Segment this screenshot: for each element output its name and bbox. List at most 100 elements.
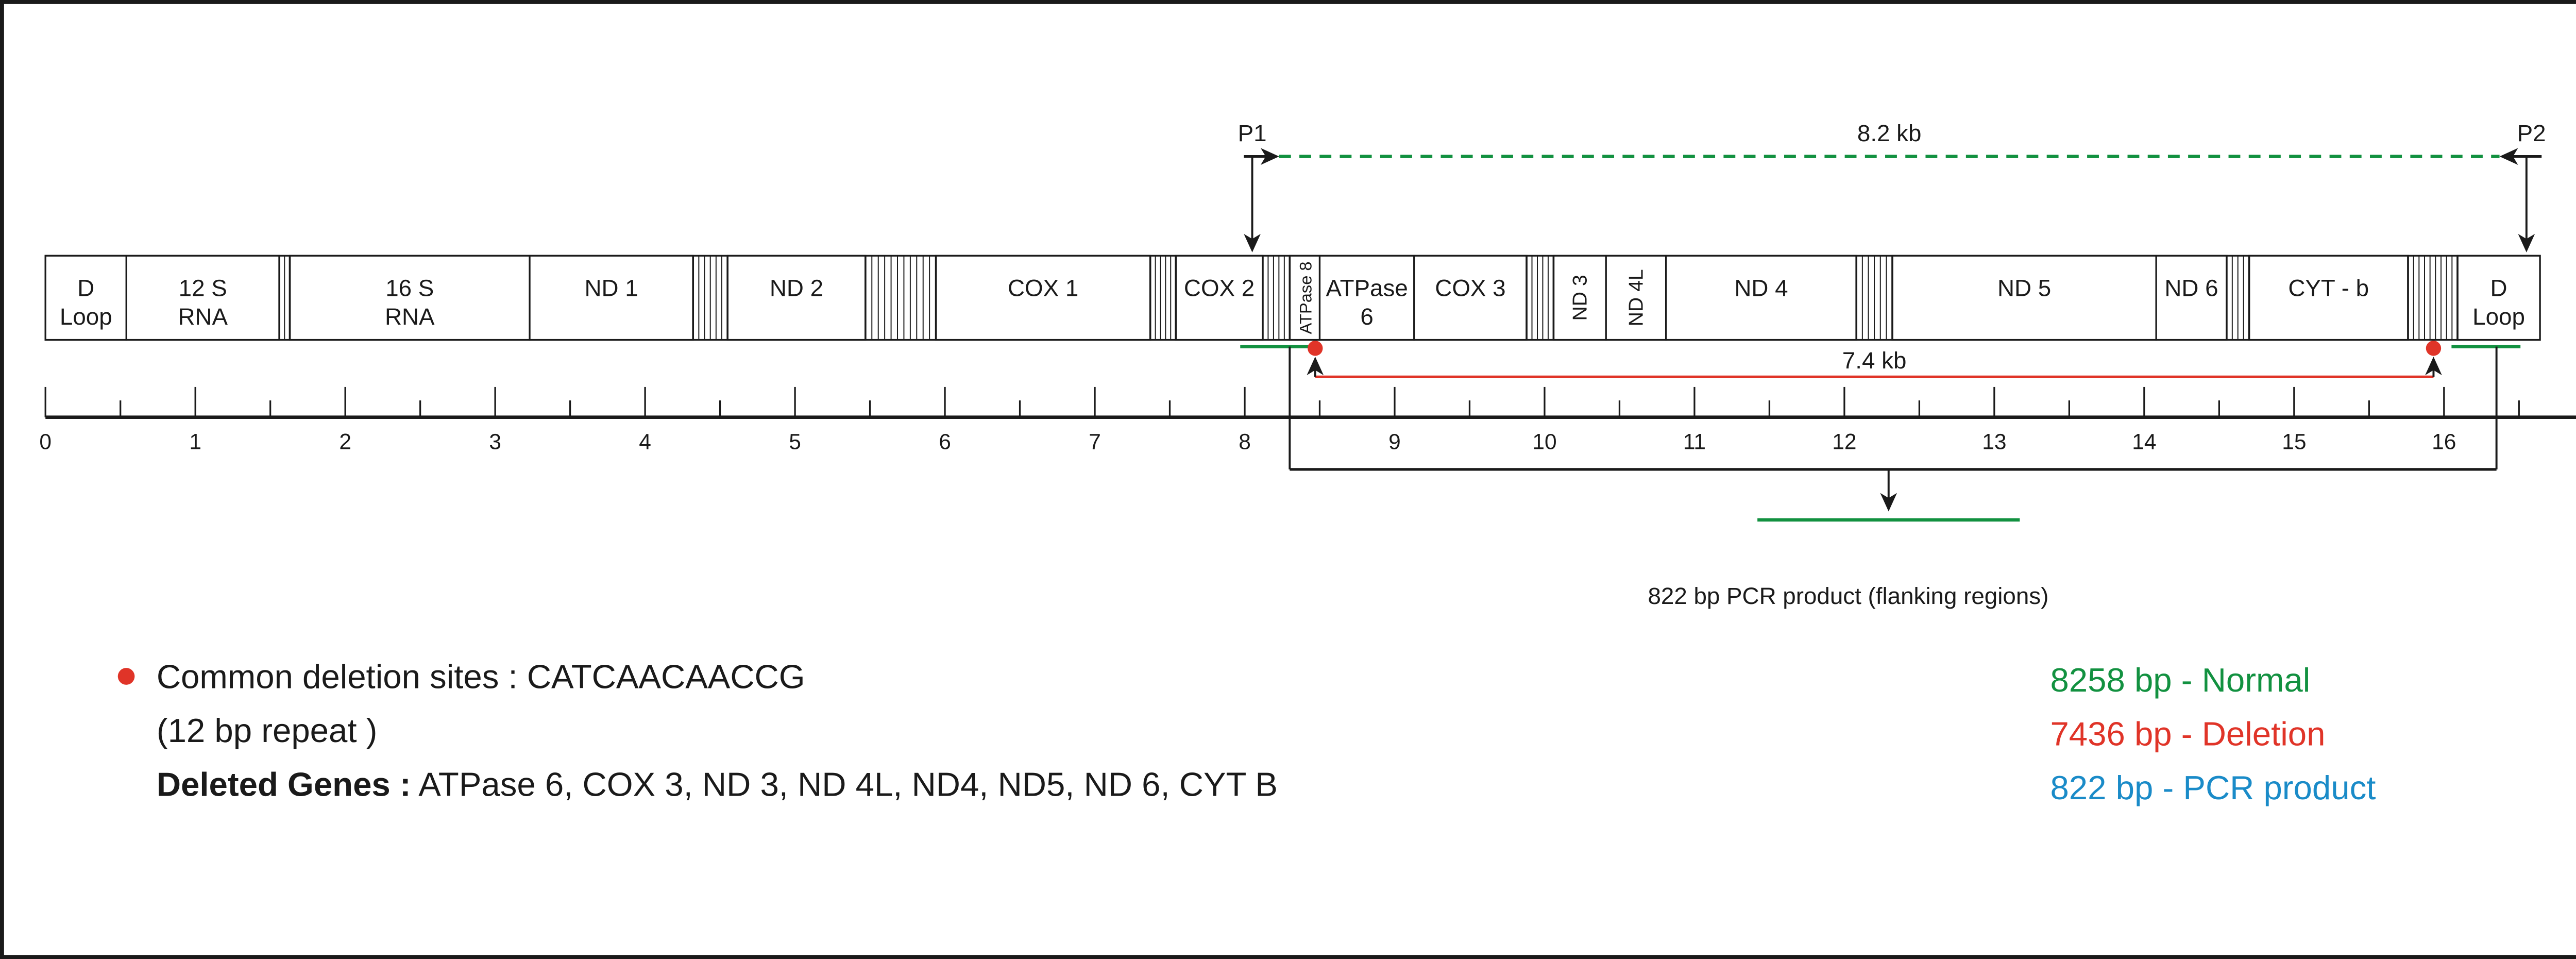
ruler-tick-label: 5 (789, 430, 801, 454)
gene-box (44, 255, 127, 341)
ruler-tick-label: 8 (1239, 430, 1251, 454)
gene-label: COX 1 (1008, 275, 1078, 301)
gene-label: ND 1 (585, 275, 638, 301)
pcr-product-layer: 822 bp PCR product (flanking regions) (1289, 346, 2498, 609)
ruler-tick-label: 12 (1832, 430, 1856, 454)
gene-segment-nd-1: ND 1 (529, 255, 694, 341)
gene-segment-cox-2: COX 2 (1175, 255, 1264, 341)
ruler-tick-label: 4 (639, 430, 651, 454)
gene-segment-nd-6: ND 6 (2155, 255, 2228, 341)
gene-segment-cyt-b: CYT - b (2248, 255, 2409, 341)
legend-repeat-length: (12 bp repeat ) (157, 712, 378, 749)
gene-segment-atpase-8: ATPase 8 (1289, 255, 1321, 341)
gene-segment-d-loop: D Loop (44, 255, 127, 341)
trna-cluster (2407, 256, 2459, 340)
trna-cluster (692, 256, 728, 340)
trna-cluster (2226, 256, 2250, 340)
ruler-tick-label: 13 (1982, 430, 2006, 454)
gene-box (1175, 255, 1264, 341)
pcr-down-arrow-icon (1880, 493, 1897, 512)
gene-box (125, 255, 280, 341)
ruler-tick-label: 6 (939, 430, 951, 454)
gene-segment-nd-5: ND 5 (1891, 255, 2157, 341)
deletion-layer: 7.4 kb (1240, 341, 2521, 378)
gene-label: ATPase (1326, 275, 1408, 301)
trna-cluster (865, 256, 937, 340)
trna-cluster (1149, 256, 1177, 340)
primer-p2-arrow-icon (2499, 148, 2518, 165)
trna-cluster (278, 256, 291, 340)
primer-layer: P1 P2 8.2 kb (1238, 120, 2546, 253)
legend-common-deletion-sites: Common deletion sites : CATCAACAACCG (157, 658, 805, 695)
gene-label: ND 6 (2164, 275, 2218, 301)
legend-deletion: 7436 bp - Deletion (2050, 715, 2325, 752)
ruler-tick-label: 3 (489, 430, 501, 454)
legend-deleted-genes-heading: Deleted Genes : (157, 765, 411, 803)
ruler-tick-label: 1 (189, 430, 201, 454)
gene-box (935, 255, 1151, 341)
gene-box (1891, 255, 2157, 341)
ruler-tick-label: 14 (2132, 430, 2156, 454)
primer-p2-down-arrow-icon (2518, 233, 2535, 253)
ruler-tick-label: 0 (39, 430, 52, 454)
legend-pcr-product: 822 bp - PCR product (2050, 769, 2376, 806)
gene-label: D (2490, 275, 2507, 301)
gene-label: ND 3 (1569, 275, 1591, 321)
gene-segment-nd-4: ND 4 (1665, 255, 1857, 341)
gene-segment-d-loop: D Loop (2456, 255, 2541, 341)
ruler-tick-label: 7 (1089, 430, 1101, 454)
gene-segment-16-s-rna: 16 S RNA (289, 255, 531, 341)
gene-label: COX 2 (1184, 275, 1255, 301)
legend-right: 8258 bp - Normal 7436 bp - Deletion 822 … (2050, 661, 2376, 806)
gene-box (2155, 255, 2228, 341)
gene-label: Loop (2472, 304, 2525, 330)
primer-p1-down-arrow-icon (1244, 233, 1261, 253)
gene-segment-nd-3: ND 3 (1552, 255, 1607, 341)
gene-label: D (77, 275, 94, 301)
primer-p1-arrow-icon (1260, 148, 1279, 165)
ruler-tick-label: 9 (1388, 430, 1401, 454)
gene-label: RNA (385, 304, 435, 330)
ruler-tick-label: 11 (1683, 430, 1706, 454)
legend-left: Common deletion sites : CATCAACAACCG (12… (117, 658, 1278, 803)
gene-label: COX 3 (1435, 275, 1505, 301)
gene-label: ND 4L (1625, 269, 1648, 326)
gene-label: 16 S (385, 275, 434, 301)
gene-label: 12 S (179, 275, 227, 301)
gene-box (2248, 255, 2409, 341)
gene-box (726, 255, 867, 341)
gene-label: ND 2 (770, 275, 823, 301)
legend-normal: 8258 bp - Normal (2050, 661, 2310, 699)
gene-label: RNA (178, 304, 228, 330)
legend-deleted-genes: Deleted Genes : ATPase 6, COX 3, ND 3, N… (157, 765, 1278, 803)
gene-label: ND 5 (1997, 275, 2051, 301)
gene-segment-nd-4l: ND 4L (1605, 255, 1667, 341)
gene-box (1605, 255, 1667, 341)
deletion-site-left-icon (1308, 341, 1323, 356)
gene-box (1413, 255, 1528, 341)
gene-segment-cox-3: COX 3 (1413, 255, 1528, 341)
ruler-tick-label: 2 (339, 430, 351, 454)
gene-label: 6 (1360, 304, 1373, 330)
gene-box (289, 255, 531, 341)
trna-cluster (1262, 256, 1291, 340)
gene-label: Loop (60, 304, 112, 330)
gene-box (2456, 255, 2541, 341)
gene-box (1665, 255, 1857, 341)
pcr-product-caption: 822 bp PCR product (flanking regions) (1648, 583, 2048, 609)
gene-label: ATPase 8 (1296, 261, 1315, 334)
gene-label: ND 4 (1734, 275, 1788, 301)
gene-segment-atpase-6: ATPase 6 (1318, 255, 1415, 341)
trna-cluster (1526, 256, 1555, 340)
primer-p1-label: P1 (1238, 120, 1267, 146)
gene-segment-cox-1: COX 1 (935, 255, 1151, 341)
deletion-site-right-icon (2426, 341, 2442, 356)
gene-label: CYT - b (2288, 275, 2369, 301)
gene-segment-12-s-rna: 12 S RNA (125, 255, 280, 341)
deletion-span-label: 7.4 kb (1842, 347, 1907, 374)
normal-span-label: 8.2 kb (1857, 120, 1922, 146)
trna-cluster (1855, 256, 1893, 340)
gene-segment-nd-2: ND 2 (726, 255, 867, 341)
